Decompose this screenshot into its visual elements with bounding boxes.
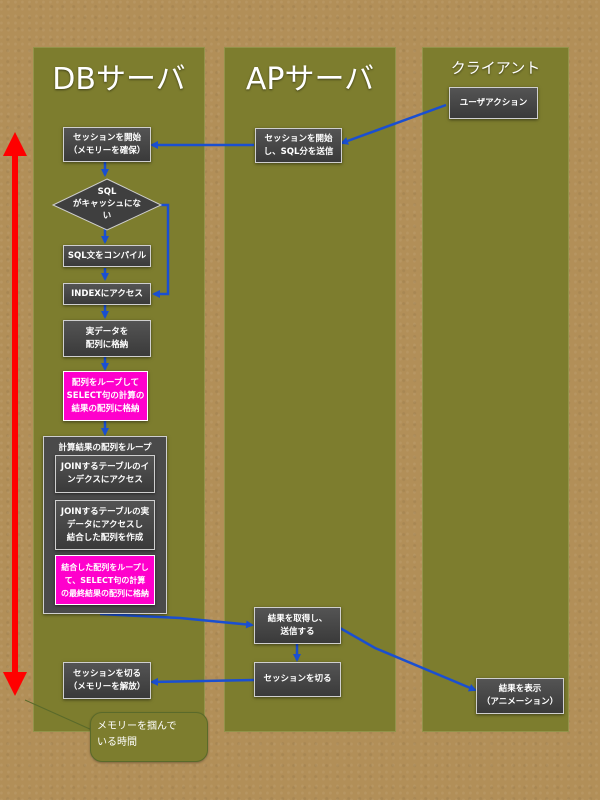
arrow-db-to-ap-receive (99, 612, 254, 629)
node-real-data-store: 実データを 配列に格納 (63, 320, 151, 357)
memory-time-note-text: メモリーを掴んで いる時間 (97, 721, 177, 748)
arrow-decision-bypass (152, 203, 170, 298)
lane-client: クライアント (422, 47, 569, 732)
note-pointer (24, 699, 93, 731)
node-ap-session-start: セッションを開始 し、SQL分を送信 (255, 128, 342, 163)
lane-title-db: DBサーバ (52, 62, 186, 97)
node-user-action: ユーザアクション (449, 87, 538, 119)
node-join-loop-final: 結合した配列をループし て、SELECT句の計算 の最終結果の配列に格納 (55, 555, 155, 605)
arrow-ap-end-to-db-end (150, 677, 255, 686)
memory-time-note: メモリーを掴んで いる時間 (90, 712, 208, 762)
node-db-session-end: セッションを切る （メモリーを解放） (63, 662, 151, 699)
group-calc-loop-title: 計算結果の配列をループ (58, 443, 152, 453)
node-ap-receive-send: 結果を取得し、 送信する (254, 607, 341, 644)
node-db-session-start: セッションを開始 （メモリーを確保） (63, 127, 151, 162)
memory-span-arrow (3, 132, 27, 696)
node-join-index-access: JOINするテーブルのイ ンデクスにアクセス (55, 455, 155, 493)
node-compile-sql: SQL文をコンパイル (63, 245, 151, 267)
node-index-access: INDEXにアクセス (63, 283, 151, 305)
sql-cache-decision-diamond (51, 178, 163, 231)
node-client-display: 結果を表示 （アニメーション） (476, 678, 564, 714)
node-join-data-access: JOINするテーブルの実 データにアクセスし 結合した配列を作成 (55, 500, 155, 550)
arrow-ap-to-client (339, 626, 477, 692)
node-loop-select-calc: 配列をループして SELECT句の計算の 結果の配列に格納 (63, 371, 148, 421)
lane-title-client: クライアント (450, 59, 541, 77)
node-ap-session-end: セッションを切る (254, 662, 341, 697)
arrow-user-to-ap (340, 103, 447, 145)
lane-title-ap: APサーバ (245, 62, 375, 97)
node-sql-cache-decision-label: SQL がキャッシュにな い (72, 187, 141, 221)
